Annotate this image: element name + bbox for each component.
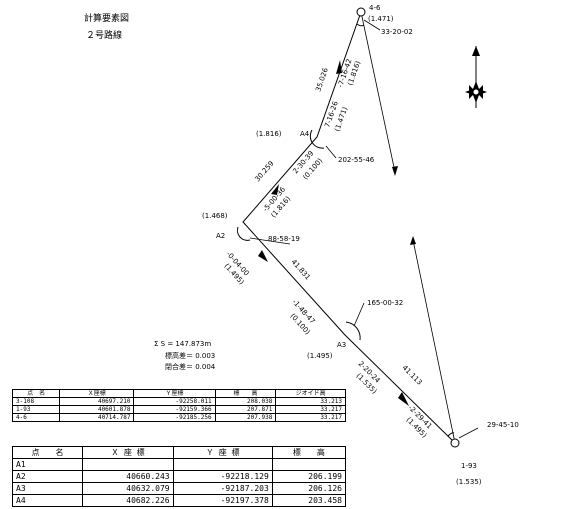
station-a3-elev: (1.495): [307, 352, 333, 360]
column-header: Ｘ座標: [59, 389, 135, 398]
north-compass-icon: [465, 46, 487, 108]
column-header: 標 高: [271, 446, 347, 459]
column-header: Ｙ 座 標: [172, 446, 273, 459]
sight-line-1-93: [412, 239, 456, 444]
table-cell: 33.217: [275, 405, 346, 414]
table-row: A2 40660.243 -92218.129 206.199: [11, 470, 347, 483]
table-row: 1-93 40601.878 -92159.366 207.871 33.217: [11, 405, 346, 414]
table-cell: -92218.129: [172, 470, 273, 483]
angle-arc-a3: [345, 321, 361, 341]
angle-value-4-6: 33-20-02: [381, 28, 413, 36]
column-header: 点 名: [11, 389, 61, 398]
station-a2-label: A2: [216, 232, 225, 240]
closure-error: 閉合差＝ 0.004: [165, 363, 216, 371]
table-cell: [271, 458, 347, 471]
table-cell: 203.458: [271, 494, 347, 507]
table-cell: 206.126: [271, 482, 347, 495]
table-cell: 33.217: [275, 413, 346, 422]
angle-arc-1-93: [447, 432, 455, 437]
table-cell: 33.213: [275, 397, 346, 406]
angle-leader-a4: [325, 145, 337, 159]
table-row: A1: [11, 458, 347, 471]
column-header: Ｘ 座 標: [82, 446, 174, 459]
table-cell: [172, 458, 273, 471]
table-cell: -92197.378: [172, 494, 273, 507]
column-header: 点 名: [11, 446, 84, 459]
angle-leader-a3: [353, 302, 365, 327]
traverse-line: [242, 11, 456, 444]
direction-arrow-4: [398, 392, 409, 406]
station-a4-label: A4: [300, 130, 310, 138]
direction-arrow-2: [271, 184, 279, 195]
table-cell: A4: [11, 494, 84, 507]
table-cell: A3: [11, 482, 84, 495]
station-4-6-elev: (1.471): [368, 15, 394, 23]
table-cell: [82, 458, 174, 471]
table-cell: 207.871: [214, 405, 277, 414]
station-4-6-label: 4-6: [369, 4, 381, 12]
table-row: A3 40632.079 -92187.203 206.126: [11, 482, 347, 495]
table-cell: -92159.366: [133, 405, 216, 414]
angle-arc-a4: [309, 129, 325, 149]
sight-arrow-1-93: [410, 236, 416, 245]
table-cell: 4-6: [11, 413, 61, 422]
table-cell: 40660.243: [82, 470, 174, 483]
table-cell: -92187.203: [172, 482, 273, 495]
route-label: ２号路線: [86, 31, 123, 41]
column-header: ジオイド高: [275, 389, 346, 398]
angle-value-a3: 165-00-32: [367, 299, 403, 307]
column-header: 標 高: [214, 389, 277, 398]
new-points-table: 点 名 Ｘ 座 標 Ｙ 座 標 標 高 A1 A2 40660.243 -922…: [11, 446, 347, 507]
station-a4-elev: (1.816): [256, 130, 282, 138]
table-cell: 3-108: [11, 397, 61, 406]
sight-line-4-6: [360, 11, 396, 173]
direction-arrow-3: [258, 250, 268, 262]
elevation-difference: 標高差＝ 0.003: [165, 352, 216, 360]
table-cell: 40601.878: [59, 405, 135, 414]
station-1-93-label: 1-93: [461, 462, 477, 470]
known-points-table: 点 名 Ｘ座標 Ｙ座標 標 高 ジオイド高 3-108 40697.210 -9…: [11, 389, 346, 422]
station-4-6-marker: [356, 7, 366, 17]
table-cell: 207.938: [214, 413, 277, 422]
table-cell: 1-93: [11, 405, 61, 414]
table-row: 3-108 40697.210 -92258.011 208.038 33.21…: [11, 397, 346, 406]
angle-value-1-93: 29-45-10: [487, 421, 519, 429]
sight-arrow-4-6: [392, 166, 398, 176]
table-row: A4 40682.226 -92197.378 203.458: [11, 494, 347, 507]
table-cell: 40714.787: [59, 413, 135, 422]
total-distance: Σ S = 147.873m: [154, 340, 212, 348]
angle-leader-4-6: [363, 19, 381, 31]
table-cell: -92258.011: [133, 397, 216, 406]
table-cell: A2: [11, 470, 84, 483]
table-cell: 208.038: [214, 397, 277, 406]
station-a2-elev: (1.468): [202, 212, 228, 220]
station-1-93-elev: (1.535): [456, 478, 482, 486]
column-header: Ｙ座標: [133, 389, 216, 398]
angle-arc-4-6: [356, 23, 365, 27]
angle-value-a4: 202-55-46: [338, 156, 375, 164]
direction-arrow-1: [336, 60, 342, 74]
angle-leader-1-93: [458, 427, 479, 439]
table-cell: 40632.079: [82, 482, 174, 495]
table-cell: -92185.256: [133, 413, 216, 422]
station-1-93-marker: [450, 438, 460, 448]
table-cell: 40682.226: [82, 494, 174, 507]
segment-1-distance: 35.026: [314, 66, 330, 92]
diagram-title: 計算要素図: [84, 14, 130, 24]
table-cell: 206.199: [271, 470, 347, 483]
table-row: 4-6 40714.787 -92185.256 207.938 33.217: [11, 413, 346, 422]
angle-leader-a2: [249, 237, 291, 245]
station-a3-label: A3: [337, 341, 346, 349]
table-header-row: 点 名 Ｘ 座 標 Ｙ 座 標 標 高: [11, 446, 347, 459]
table-header-row: 点 名 Ｘ座標 Ｙ座標 標 高 ジオイド高: [11, 389, 346, 398]
table-cell: 40697.210: [59, 397, 135, 406]
angle-arc-a2: [236, 226, 251, 241]
angle-value-a2: 88-58-19: [268, 235, 300, 243]
table-cell: A1: [11, 458, 84, 471]
segment-3-distance: 41.831: [290, 258, 312, 282]
segment-2-distance: 30.259: [253, 160, 275, 184]
segment-4-distance: 41.113: [401, 364, 424, 387]
